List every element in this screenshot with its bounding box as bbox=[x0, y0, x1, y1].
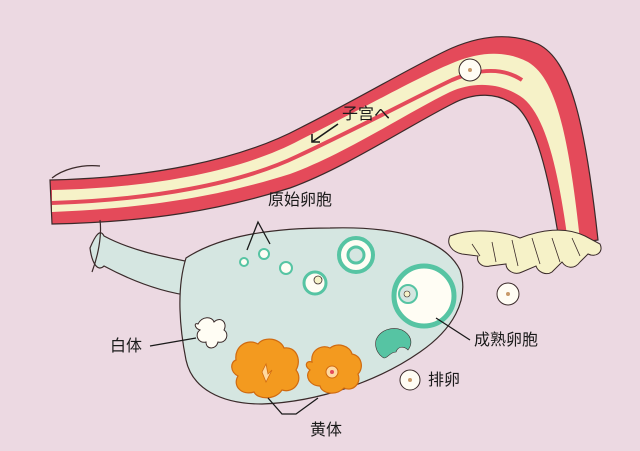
ruptured-follicle bbox=[375, 328, 412, 359]
label-mature-follicle: 成熟卵胞 bbox=[474, 330, 539, 349]
mature-follicle bbox=[391, 263, 457, 329]
leader-mature bbox=[435, 317, 471, 341]
corpus-albicans bbox=[194, 317, 228, 349]
growing-follicle-egg bbox=[313, 275, 323, 285]
fallopian-tube bbox=[49, 36, 602, 275]
secondary-follicle-inner bbox=[346, 245, 366, 265]
label-ovulation: 排卵 bbox=[428, 370, 461, 389]
tube-end-line bbox=[51, 165, 101, 179]
label-primordial-follicle: 原始卵胞 bbox=[268, 190, 333, 209]
leader-white-body bbox=[149, 337, 197, 347]
fimbria-lines bbox=[471, 237, 581, 267]
released-egg-nucleus bbox=[506, 292, 510, 296]
fimbria bbox=[448, 229, 602, 275]
label-to-uterus: 子宫へ bbox=[342, 104, 391, 123]
ovarian-ligament bbox=[89, 232, 193, 297]
corpus-luteum bbox=[231, 338, 362, 399]
leader-corpus-luteum bbox=[267, 397, 319, 415]
leader-primordial bbox=[246, 220, 271, 251]
mature-follicle-ring bbox=[391, 263, 457, 329]
fimbriae bbox=[448, 229, 602, 275]
mature-follicle-egg bbox=[403, 290, 411, 298]
arrow-to-uterus bbox=[311, 123, 339, 143]
primordial-follicle bbox=[239, 257, 249, 267]
released-eggs bbox=[399, 282, 520, 391]
primordial-follicles bbox=[239, 236, 375, 296]
primordial-follicle bbox=[279, 261, 293, 275]
ligament-line bbox=[91, 219, 102, 273]
egg-in-tube-nucleus bbox=[468, 68, 472, 72]
label-white-body: 白体 bbox=[110, 336, 143, 355]
leader-lines bbox=[149, 220, 471, 415]
corpus-luteum-left-core bbox=[261, 362, 273, 383]
label-corpus-luteum: 黄体 bbox=[310, 420, 343, 439]
corpus-luteum-right-center bbox=[330, 370, 334, 374]
released-egg-nucleus bbox=[408, 378, 412, 382]
primordial-follicle bbox=[258, 248, 270, 260]
